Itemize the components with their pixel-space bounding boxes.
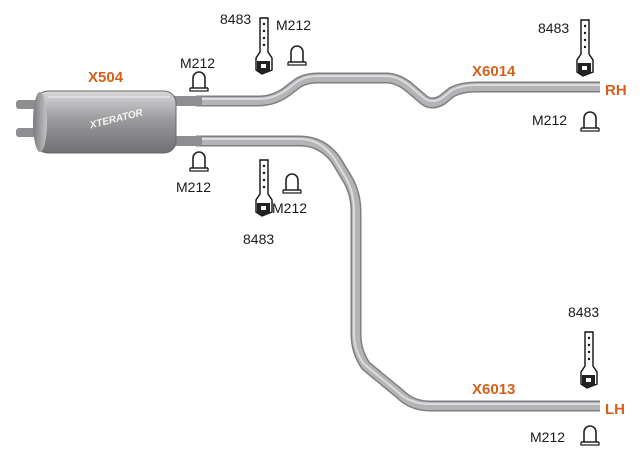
muffler: XTERATOR — [16, 90, 202, 154]
hanger-bracket-icon — [255, 159, 273, 217]
clamp-label: M212 — [532, 112, 567, 128]
u-bolt-clamp-icon — [580, 111, 600, 132]
lh-pipe — [196, 135, 600, 412]
clamp-label: M212 — [530, 429, 565, 445]
hanger-bracket-icon — [580, 331, 598, 389]
muffler-part-label: X504 — [88, 69, 124, 86]
u-bolt-clamp-icon — [580, 425, 600, 446]
clamp-label: M212 — [176, 179, 211, 195]
rh-side-label: RH — [605, 82, 627, 99]
clamp-label: M212 — [180, 55, 215, 71]
hanger-label: 8483 — [538, 20, 569, 36]
lh-pipe-part-label: X6013 — [472, 381, 515, 398]
hanger-label: 8483 — [243, 231, 274, 247]
rh-pipe — [196, 72, 600, 109]
hanger-bracket-icon — [255, 17, 273, 75]
hanger-label: 8483 — [568, 304, 599, 320]
lh-side-label: LH — [605, 401, 625, 418]
u-bolt-clamp-icon — [189, 151, 209, 172]
hanger-bracket-icon — [576, 19, 594, 77]
clamp-label: M212 — [276, 17, 311, 33]
u-bolt-clamp-icon — [282, 173, 302, 194]
rh-pipe-part-label: X6014 — [472, 63, 516, 80]
hanger-label: 8483 — [220, 11, 251, 27]
u-bolt-clamp-icon — [287, 45, 307, 66]
u-bolt-clamp-icon — [189, 71, 209, 92]
clamp-label: M212 — [272, 200, 307, 216]
